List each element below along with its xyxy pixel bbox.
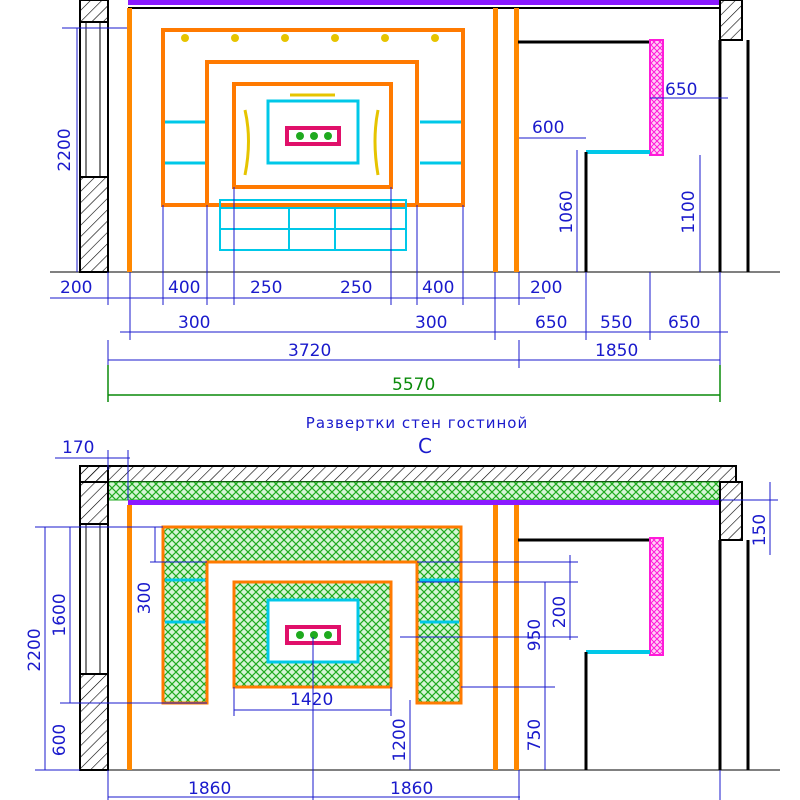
dim-2200-upper: 2200 — [55, 128, 75, 171]
dim-row1-2: 250 — [250, 278, 282, 298]
view-letter: C — [418, 434, 432, 458]
ceiling-lamps — [181, 34, 439, 42]
overall-dim — [107, 365, 721, 402]
column-mid — [493, 8, 498, 272]
dim-950: 950 — [525, 619, 545, 651]
dim-650-shelf: 650 — [665, 80, 697, 100]
drawing-title: Развертки стен гостиной — [306, 414, 528, 432]
dim-600-niche: 600 — [532, 118, 564, 138]
dim-row1-0: 200 — [60, 278, 92, 298]
ceiling-gypsum — [107, 481, 721, 501]
dim-row2-4: 650 — [668, 313, 700, 333]
dim-row1-1: 400 — [168, 278, 200, 298]
dim-1420: 1420 — [290, 690, 333, 710]
dim-200: 200 — [550, 596, 570, 628]
lower-elevation: 2200 1600 600 300 950 200 750 1200 150 1… — [25, 438, 780, 800]
dim-1100: 1100 — [679, 190, 699, 233]
dim-750: 750 — [525, 719, 545, 751]
dim-2200-lower: 2200 — [25, 628, 45, 671]
left-wall-upper — [79, 0, 109, 273]
ceiling-strip — [128, 0, 720, 5]
dim-1200: 1200 — [390, 718, 410, 761]
lower-left-dims — [35, 482, 778, 771]
left-wall-lower — [79, 465, 109, 771]
column-left-lower — [127, 505, 132, 770]
dim-bottom-lines — [107, 637, 721, 800]
dim-row2-1: 300 — [415, 313, 447, 333]
upper-vertical-dims — [62, 27, 701, 272]
dim-1860-right: 1860 — [390, 779, 433, 799]
dim-total-1850: 1850 — [595, 341, 638, 361]
dim-170-lines — [55, 450, 130, 500]
dim-row1-3: 250 — [340, 278, 372, 298]
tv-screen — [266, 99, 360, 165]
tv-cabinet — [219, 199, 407, 251]
dim-170: 170 — [62, 438, 94, 458]
column-right — [514, 8, 519, 272]
dim-row2-0: 300 — [178, 313, 210, 333]
total-dims — [107, 340, 721, 368]
dim-600: 600 — [50, 724, 70, 756]
dim-row2-3: 550 — [600, 313, 632, 333]
dim-row2-2: 650 — [535, 313, 567, 333]
upper-elevation: 2200 1060 1100 650 600 200 400 250 250 4… — [50, 0, 780, 402]
dim-1860-left: 1860 — [188, 779, 231, 799]
dim-row1-4: 400 — [422, 278, 454, 298]
dim-300: 300 — [135, 582, 155, 614]
right-wall-upper — [718, 0, 750, 272]
dim-150: 150 — [750, 514, 770, 546]
dim-overall-5570: 5570 — [392, 375, 435, 395]
right-niche-lower — [518, 537, 664, 770]
side-shelves — [165, 120, 461, 165]
dim-row1-5: 200 — [530, 278, 562, 298]
right-wall-lower — [718, 481, 750, 770]
ceiling-slab — [79, 465, 737, 483]
column-left — [127, 8, 132, 272]
niche-dims — [519, 97, 728, 139]
dim-row-2-lines — [120, 272, 728, 340]
dim-1060: 1060 — [557, 190, 577, 233]
wheat-ornament — [243, 93, 380, 176]
dim-row-1-lines — [50, 187, 545, 305]
right-niche-upper — [518, 39, 664, 272]
lower-shelves — [165, 578, 459, 624]
dim-1600: 1600 — [50, 593, 70, 636]
dim-total-3720: 3720 — [288, 341, 331, 361]
